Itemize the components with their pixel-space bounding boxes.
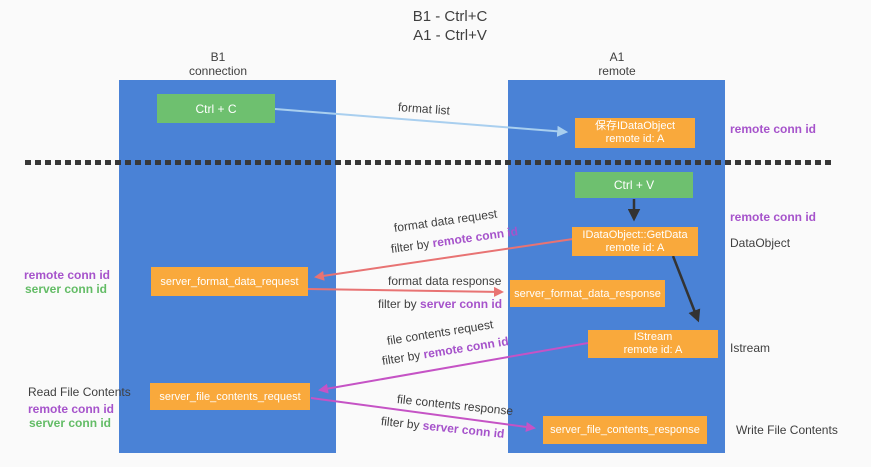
server-file-contents-request-label: server_file_contents_request <box>159 390 301 403</box>
filter-by-server-2: filter by server conn id <box>380 414 505 441</box>
conn-id-group-format: remote conn id server conn id <box>24 268 111 296</box>
server-conn-id-label-left-2: server conn id <box>28 416 112 430</box>
server-format-data-response-box: server_format_data_response <box>510 280 665 307</box>
server-conn-id-text: server conn id <box>420 297 503 311</box>
idataobject-getdata-box: IDataObject::GetData remote id: A <box>572 227 698 256</box>
read-file-contents-label: Read File Contents <box>28 385 131 399</box>
conn-id-group-file: remote conn id server conn id <box>28 402 115 430</box>
diagram-title: B1 - Ctrl+C A1 - Ctrl+V <box>340 7 560 45</box>
lifeline-header-b1: B1 connection <box>158 50 278 78</box>
lifeline-header-a1: A1 remote <box>557 50 677 78</box>
filter-by-text: filter by <box>380 414 424 433</box>
lifeline-b1-role: connection <box>188 64 248 78</box>
istream-line2: remote id: A <box>623 344 683 356</box>
lifeline-a1-role: remote <box>598 64 636 78</box>
server-conn-id-label-left: server conn id <box>24 282 108 296</box>
remote-conn-id-label-left: remote conn id <box>24 268 111 282</box>
getdata-line1: IDataObject::GetData <box>582 228 688 241</box>
server-format-data-request-label: server_format_data_request <box>160 275 299 288</box>
write-file-contents-label: Write File Contents <box>736 423 838 437</box>
dataobject-label: DataObject <box>730 236 791 250</box>
filter-by-text: filter by <box>378 297 421 311</box>
server-file-contents-request-box: server_file_contents_request <box>150 383 310 410</box>
server-file-contents-response-box: server_file_contents_response <box>543 416 707 444</box>
istream-side-label: Istream <box>730 341 771 355</box>
server-format-data-request-box: server_format_data_request <box>151 267 308 296</box>
server-conn-id-text: server conn id <box>422 418 506 441</box>
server-format-data-response-label: server_format_data_response <box>514 287 661 300</box>
ctrl-c-box: Ctrl + C <box>157 94 275 123</box>
save-idataobject-line1: 保存IDataObject <box>594 120 676 132</box>
lifeline-a1-name: A1 <box>609 50 625 64</box>
remote-conn-id-label-top-right: remote conn id <box>730 122 817 136</box>
ctrl-v-label: Ctrl + V <box>613 178 655 192</box>
ctrl-v-box: Ctrl + V <box>575 172 693 198</box>
istream-box: IStream remote id: A <box>588 330 718 358</box>
title-line-1: B1 - Ctrl+C <box>412 8 488 25</box>
arrow-format-data-response <box>307 286 504 297</box>
remote-conn-id-label-left-2: remote conn id <box>28 402 115 416</box>
remote-conn-id-label-mid-right: remote conn id <box>730 210 817 224</box>
getdata-line2: remote id: A <box>605 241 665 254</box>
title-line-2: A1 - Ctrl+V <box>413 27 487 44</box>
ctrl-c-label: Ctrl + C <box>195 101 237 116</box>
format-list-label: format list <box>397 100 451 118</box>
file-contents-response-label: file contents response <box>396 392 514 419</box>
save-idataobject-box: 保存IDataObject remote id: A <box>575 118 695 148</box>
machine-boundary-dashed-line <box>25 160 833 165</box>
filter-by-server-1: filter by server conn id <box>378 297 502 311</box>
filter-by-text: filter by <box>390 236 434 256</box>
save-idataobject-line2: remote id: A <box>605 133 665 145</box>
lifeline-b1-name: B1 <box>210 50 226 64</box>
filter-by-text: filter by <box>380 347 425 368</box>
format-data-response-label: format data response <box>388 274 502 288</box>
remote-conn-id-text: remote conn id <box>431 224 519 251</box>
server-file-contents-response-label: server_file_contents_response <box>550 424 700 436</box>
istream-line1: IStream <box>633 331 673 343</box>
